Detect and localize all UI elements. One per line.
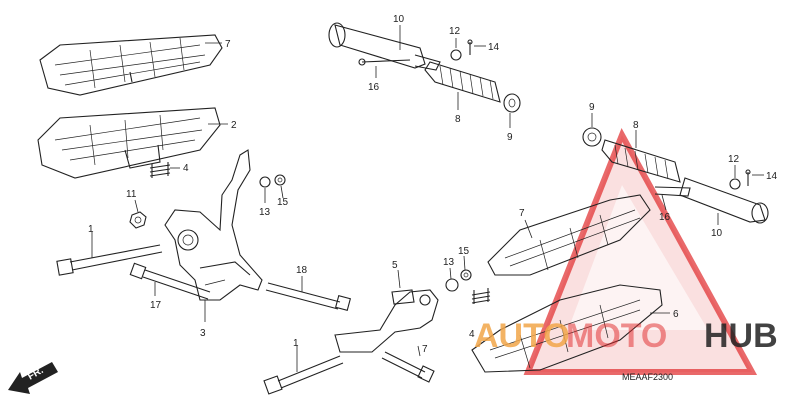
front-direction-arrow: FR. [8, 362, 58, 394]
part-lower-bracket [334, 289, 439, 353]
part-footpeg-rubber-left [39, 34, 223, 96]
callout-8b: 8 [633, 120, 639, 131]
callout-13b: 13 [443, 257, 455, 268]
callout-12b: 12 [728, 154, 740, 165]
part-pivot-pin-right [654, 177, 769, 224]
part-washer-9-top [503, 93, 521, 113]
watermark-logo [523, 127, 758, 375]
callout-7b: 7 [519, 208, 525, 219]
part-spring-right [471, 288, 491, 304]
callout-1a: 1 [88, 224, 94, 235]
callout-6: 6 [673, 309, 679, 320]
callout-9a: 9 [507, 132, 513, 143]
callout-15a: 15 [277, 197, 289, 208]
part-nut-washer-right [445, 269, 472, 292]
watermark-triangle-outline [523, 127, 758, 375]
callout-11: 11 [126, 189, 137, 200]
part-pin-14-top [467, 39, 473, 55]
callout-16b: 16 [659, 212, 671, 223]
leader-15b [463, 255, 466, 271]
callout-1b: 1 [293, 338, 299, 349]
callout-9b: 9 [589, 102, 595, 113]
part-nut-washer-left [259, 174, 286, 188]
callout-10b: 10 [711, 228, 723, 239]
part-rubber-8-right [601, 139, 681, 183]
part-rubber-8-top [424, 61, 501, 103]
part-bolt-17 [129, 262, 211, 300]
callout-4a: 4 [183, 163, 189, 174]
part-nut-11 [129, 211, 147, 229]
part-step-plate-right [471, 284, 663, 373]
callout-labels: 7 2 4 11 1 17 3 18 13 15 10 12 14 16 8 9… [88, 14, 778, 355]
part-bolt-18 [265, 282, 352, 312]
leader-11 [134, 199, 139, 213]
part-bolt-1-left [56, 244, 163, 276]
callout-7c: 7 [422, 344, 428, 355]
watermark-text: AUTO MOTO HUB [474, 317, 778, 355]
leader-16b [661, 194, 667, 211]
callout-3: 3 [200, 328, 206, 339]
diagram-code: MEAAF2300 [622, 372, 673, 382]
watermark-text-hub: HUB [704, 317, 778, 355]
leader-5 [397, 269, 401, 289]
callout-10a: 10 [393, 14, 405, 25]
watermark-text-moto: MOTO [566, 317, 667, 355]
part-bolt-1-lower [263, 355, 344, 395]
part-step-plate-left [37, 107, 221, 179]
leader-7c [417, 345, 421, 357]
callout-14a: 14 [488, 42, 500, 53]
callout-14b: 14 [766, 171, 778, 182]
callout-13a: 13 [259, 207, 271, 218]
watermark-text-auto: AUTO [474, 317, 570, 355]
leader-7b [524, 219, 533, 239]
watermark-triangle-inner [568, 185, 708, 330]
leader-15a [280, 185, 284, 199]
callout-7a: 7 [225, 39, 231, 50]
callout-15b: 15 [458, 246, 470, 257]
callout-5: 5 [392, 260, 398, 271]
part-step-bracket [164, 149, 263, 301]
part-cotter-pin-top [358, 58, 411, 66]
part-spring-left [149, 162, 171, 178]
callout-17: 17 [150, 300, 162, 311]
callout-12a: 12 [449, 26, 461, 37]
callout-2: 2 [231, 120, 237, 131]
part-bolt-7-lower [381, 351, 435, 383]
part-washer-9-right [582, 127, 602, 147]
part-washer-12-right [729, 178, 741, 190]
leader-13b [449, 267, 452, 280]
callout-8a: 8 [455, 114, 461, 125]
part-pivot-pin-top [328, 22, 441, 71]
part-footpeg-rubber-right [487, 194, 651, 276]
callout-4b: 4 [469, 329, 475, 340]
callout-16a: 16 [368, 82, 380, 93]
part-washer-12-top [450, 49, 462, 61]
part-pin-14-right [745, 169, 751, 186]
callout-18: 18 [296, 265, 308, 276]
